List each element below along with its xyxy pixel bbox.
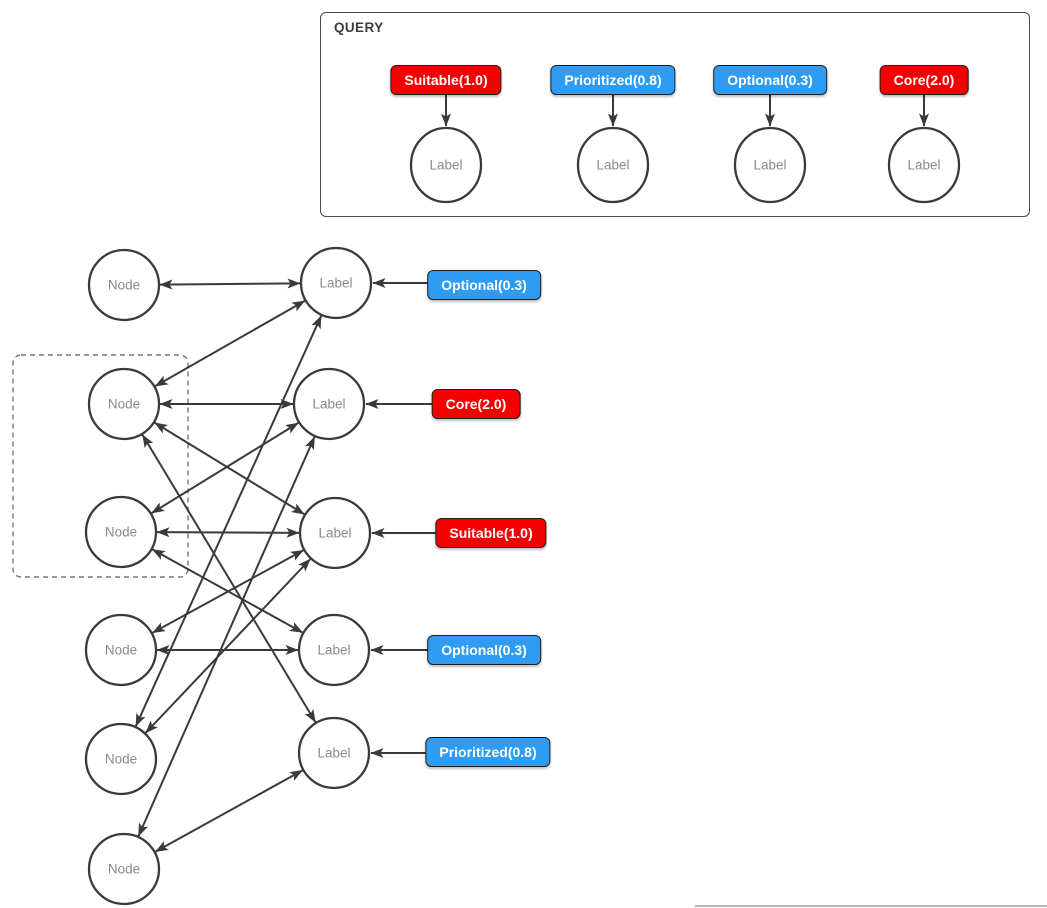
query-weight-badge-2[interactable]: Optional(0.3)	[713, 64, 827, 96]
node-circle-n3-text: Node	[105, 525, 137, 540]
node-circle-n6[interactable]	[87, 832, 161, 906]
query-label-circle-1[interactable]	[576, 126, 650, 204]
edge-line-n3-l2	[151, 422, 299, 514]
weight-badge-l4[interactable]: Optional(0.3)	[427, 634, 541, 666]
node-circle-n2-text: Node	[108, 397, 140, 412]
edge-line-n5-l3	[145, 558, 311, 734]
edge-line-n1-l1	[159, 278, 301, 290]
query-label-circle-3-text: Label	[907, 158, 940, 173]
query-panel: QUERY	[320, 12, 1030, 217]
edge-line-n6-l5	[155, 769, 303, 853]
node-circle-n1[interactable]	[87, 248, 161, 322]
label-circle-l2[interactable]	[292, 367, 366, 441]
edge-line-n2-l3	[154, 421, 305, 516]
query-label-circle-2-text: Label	[753, 158, 786, 173]
weight-badge-l2[interactable]: Core(2.0)	[431, 388, 521, 420]
query-label-circle-0-text: Label	[429, 158, 462, 173]
query-label-circle-3[interactable]	[887, 126, 961, 204]
label-circle-l3[interactable]	[298, 496, 372, 570]
node-circle-n3[interactable]	[84, 495, 158, 569]
query-label-circle-1-text: Label	[596, 158, 629, 173]
weight-badge-l3[interactable]: Suitable(1.0)	[435, 517, 547, 549]
node-circle-n4[interactable]	[84, 613, 158, 687]
edge-line-n6-l2	[137, 436, 316, 837]
node-circle-n6-text: Node	[108, 862, 140, 877]
node-circle-n5[interactable]	[84, 722, 158, 796]
edge-line-n2-l1	[154, 299, 306, 388]
query-panel-title: QUERY	[334, 20, 384, 35]
node-circle-n5-text: Node	[105, 752, 137, 767]
edge-line-n3-l3	[156, 527, 300, 538]
node-circle-n4-text: Node	[105, 643, 137, 658]
label-circle-l1-text: Label	[319, 276, 352, 291]
edge-line-n5-l1	[134, 315, 323, 727]
query-weight-badge-3[interactable]: Core(2.0)	[879, 64, 969, 96]
label-circle-l4-text: Label	[317, 643, 350, 658]
node-circle-n1-text: Node	[108, 278, 140, 293]
label-circle-l4[interactable]	[297, 613, 371, 687]
query-label-circle-2[interactable]	[733, 126, 807, 204]
label-circle-l5-text: Label	[317, 746, 350, 761]
label-circle-l5[interactable]	[297, 716, 371, 790]
query-weight-badge-0[interactable]: Suitable(1.0)	[390, 64, 502, 96]
label-circle-l1[interactable]	[299, 246, 373, 320]
label-circle-l2-text: Label	[312, 397, 345, 412]
query-weight-badge-1[interactable]: Prioritized(0.8)	[550, 64, 676, 96]
query-label-circle-0[interactable]	[409, 126, 483, 204]
weight-badge-l1[interactable]: Optional(0.3)	[427, 269, 541, 301]
node-circle-n2[interactable]	[87, 367, 161, 441]
weight-badge-l5[interactable]: Prioritized(0.8)	[425, 736, 551, 768]
edge-line-n2-l5	[141, 434, 317, 723]
bottom-border-line	[695, 905, 1047, 907]
label-circle-l3-text: Label	[318, 526, 351, 541]
